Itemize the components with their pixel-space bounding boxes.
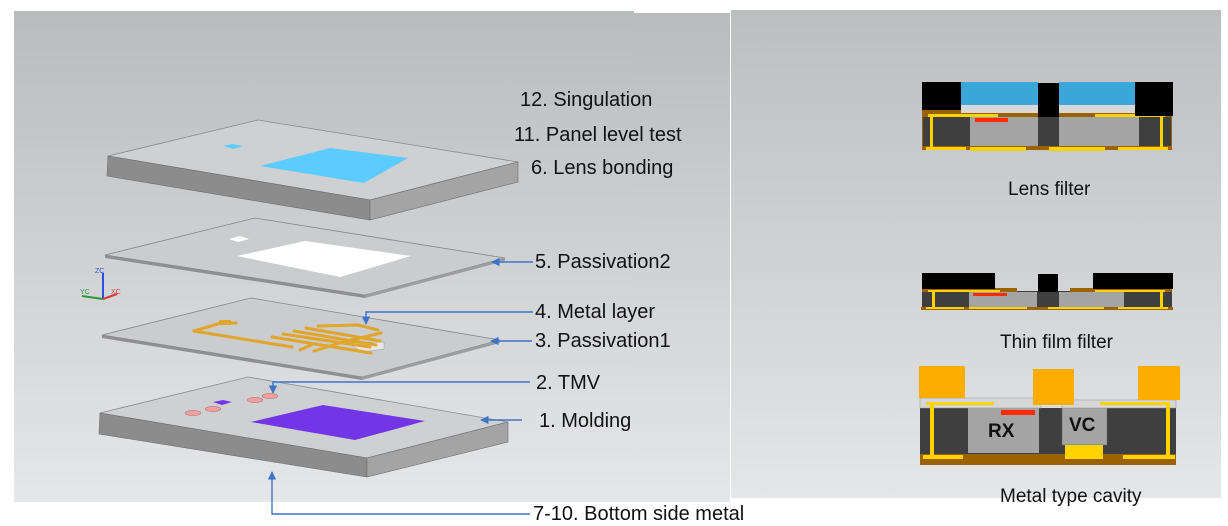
rx-label: RX [988, 421, 1015, 442]
step-label-panel-test: 11. Panel level test [514, 124, 682, 146]
cross-section-lens-filter [922, 82, 1173, 151]
tmv-via [261, 393, 279, 399]
axis-yc-label: YC [80, 289, 90, 296]
leader-lines [267, 257, 533, 515]
tmv-via [246, 397, 264, 403]
lens-window-small [223, 144, 243, 149]
layer-passivation1 [101, 297, 501, 380]
passivation-opening-small [229, 236, 249, 242]
caption-lens-filter: Lens filter [1008, 179, 1091, 200]
passivation-opening-large [237, 241, 411, 277]
step-label-metal-layer: 4. Metal layer [535, 301, 656, 323]
cross-section-thin-film-filter [921, 273, 1173, 310]
step-label-bottom-metal: 7-10. Bottom side metal [533, 503, 745, 525]
layer-passivation2 [104, 217, 506, 298]
layer-molding [98, 376, 509, 478]
molding-die-area [251, 405, 425, 440]
caption-metal-type-cavity: Metal type cavity [1000, 486, 1142, 507]
step-label-passivation2: 5. Passivation2 [535, 251, 671, 273]
metal-layer-traces [192, 320, 383, 355]
vc-label: VC [1069, 415, 1096, 436]
step-label-passivation1: 3. Passivation1 [535, 330, 671, 352]
caption-thin-film-filter: Thin film filter [1000, 332, 1113, 353]
step-label-tmv: 2. TMV [536, 372, 601, 394]
cad-viewport-panel-extension [634, 13, 730, 502]
tmv-via [204, 406, 222, 412]
step-label-molding: 1. Molding [539, 410, 632, 432]
tmv-via [184, 410, 202, 416]
layer-lens-bonding [106, 119, 519, 221]
leader-bottom-metal [267, 471, 530, 515]
lens-window-large [260, 148, 408, 183]
axis-xc-label: XC [111, 289, 121, 296]
leader-tmv [268, 381, 530, 394]
axis-zc-label: ZC [95, 268, 104, 275]
step-label-singulation: 12. Singulation [520, 89, 653, 111]
leader-metal-layer [361, 311, 533, 325]
step-label-lens-bonding: 6. Lens bonding [531, 157, 674, 179]
axis-triad-icon: ZC YC XC [80, 268, 121, 300]
molding-small-die [213, 400, 232, 405]
cross-section-metal-cavity: RX VC [919, 366, 1180, 465]
